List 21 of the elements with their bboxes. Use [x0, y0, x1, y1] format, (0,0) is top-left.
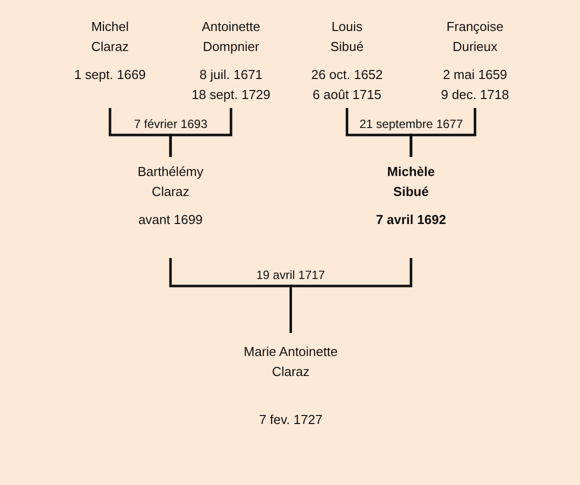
date-text: 7 avril 1692: [376, 211, 446, 229]
person-name: Marie Antoinette Claraz: [242, 343, 339, 381]
connector-line: [410, 108, 476, 157]
person-name: Michel Claraz: [91, 18, 129, 56]
date-text: 6 août 1715: [312, 86, 382, 104]
connector-line: [169, 108, 232, 157]
person-name: Michèle Sibué: [387, 163, 435, 201]
person-name: Barthélémy Claraz: [138, 163, 204, 201]
date-text: 1 sept. 1669: [74, 66, 146, 84]
person-name: Françoise Durieux: [446, 18, 504, 56]
date-text: 8 juil. 1671: [200, 66, 262, 84]
date-text: 2 mai 1659: [442, 66, 508, 84]
person-name: Louis Sibué: [330, 18, 364, 56]
date-text: 26 oct. 1652: [311, 66, 383, 84]
connector-line: [290, 258, 412, 333]
date-text: avant 1699: [138, 211, 203, 229]
date-text: 7 fev. 1727: [259, 411, 322, 429]
date-text: 9 dec. 1718: [441, 86, 509, 104]
person-name: Antoinette Dompnier: [202, 18, 260, 56]
date-text: 18 sept. 1729: [192, 86, 270, 104]
edge-label: 21 septembre 1677: [360, 116, 463, 132]
